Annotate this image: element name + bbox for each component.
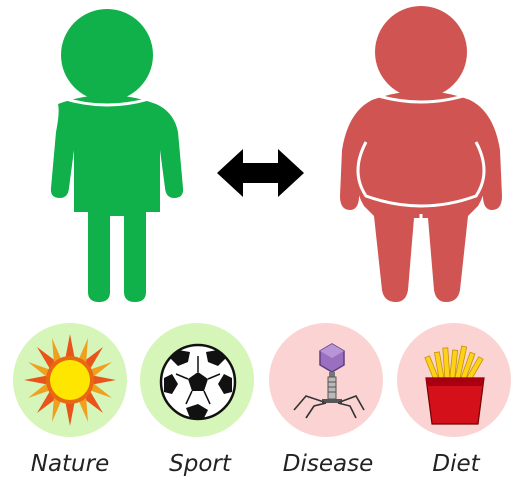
disease-label: Disease: [263, 450, 393, 478]
heavy-person-icon: [340, 6, 502, 302]
sun-icon: [24, 334, 116, 426]
double-arrow-icon: [217, 149, 304, 197]
disease-badge: [269, 323, 383, 437]
sport-label: Sport: [135, 450, 265, 478]
diet-badge: [397, 323, 511, 437]
nature-label: Nature: [5, 450, 135, 478]
diet-label: Diet: [391, 450, 519, 478]
soccer-ball-icon: [161, 345, 235, 419]
nature-badge: [13, 323, 127, 437]
slim-person-icon: [51, 9, 183, 302]
sport-badge: [140, 323, 254, 437]
